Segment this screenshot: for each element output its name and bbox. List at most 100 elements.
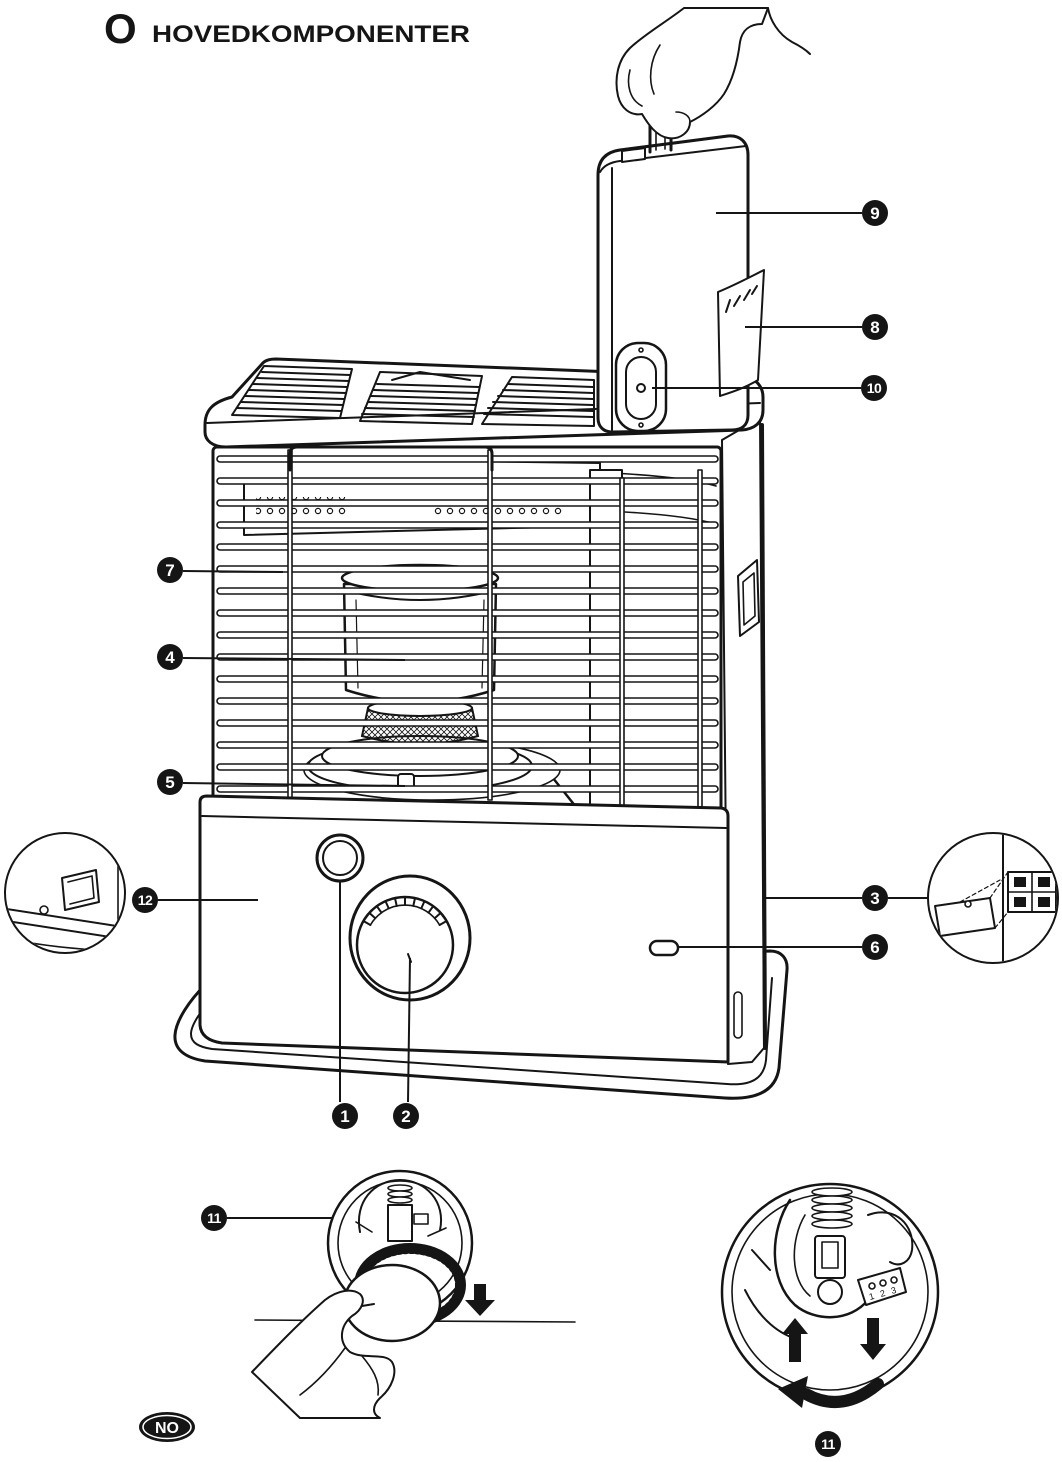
leader-lines [158, 212, 929, 1219]
callout-8-number: 8 [870, 318, 879, 337]
language-badge: NO [139, 1412, 195, 1442]
grille-upright [287, 449, 293, 801]
cover-guide [959, 871, 1009, 929]
mount-mechanism [355, 1179, 447, 1242]
vent-frame [231, 365, 353, 419]
battery-cell [1014, 877, 1026, 887]
warning-card [717, 269, 765, 397]
grille-upright [487, 449, 493, 801]
selector-mark-1: 1 [868, 1291, 875, 1302]
spring-coil [387, 1184, 413, 1192]
battery-holder-grid [1007, 871, 1057, 913]
grille-upright [619, 477, 625, 809]
spring-coil [811, 1211, 853, 1221]
spring-coil [811, 1187, 853, 1197]
fuel-gauge-glass [322, 840, 358, 876]
side-panel-edge [760, 423, 767, 1050]
cover-screw [964, 900, 972, 908]
callout-4-number: 4 [165, 648, 175, 667]
vent-slat [502, 389, 594, 394]
leader-7 [182, 570, 284, 573]
mechanism-slider [387, 1204, 413, 1242]
grille-rod [216, 477, 719, 485]
selector-hole [868, 1282, 876, 1290]
mechanism-housing [357, 1179, 443, 1233]
callout-1-number: 1 [340, 1107, 349, 1126]
badge-shape [139, 1412, 195, 1442]
vent-slat [248, 389, 347, 394]
callout-6: 6 [862, 934, 888, 960]
leader-5 [182, 782, 406, 787]
vent-slat [376, 383, 480, 388]
page-heading: O HOVEDKOMPONENTER [104, 5, 470, 52]
grille-rod [216, 675, 719, 683]
mechanism-catch [413, 1213, 429, 1225]
callout-3-number: 3 [870, 889, 879, 908]
fuel-gauge [315, 833, 365, 883]
callout-12: 12 [132, 887, 158, 913]
battery-cell [1014, 897, 1026, 907]
hand-back [615, 7, 769, 140]
grille-rod [216, 543, 719, 551]
grille-rod [216, 785, 719, 793]
vent-slat [361, 413, 475, 418]
mechanism-housing [773, 1198, 870, 1319]
vent-slat [507, 383, 594, 388]
tank-cap [621, 147, 646, 163]
hand-finger-crease [627, 69, 643, 107]
top-vent-middle [359, 371, 483, 425]
callout-11-number: 11 [207, 1210, 222, 1226]
heading-letter: O [104, 5, 137, 52]
callout-3: 3 [862, 885, 888, 911]
callout-11-detail-number: 11 [821, 1436, 836, 1452]
mechanism-housing-inner [793, 1214, 811, 1297]
callout-7: 7 [157, 557, 183, 583]
vent-slat [483, 413, 594, 418]
leader-4 [182, 657, 406, 661]
selector-hole [879, 1279, 887, 1287]
cylinder-body [342, 582, 498, 704]
inset-screw [39, 905, 49, 915]
vent-ridge [391, 371, 471, 381]
grille-rod [216, 741, 719, 749]
card-outline [717, 269, 765, 397]
rotate-arrow-head [778, 1376, 808, 1408]
side-lower-slot [733, 991, 743, 1039]
mechanism-pin [817, 1279, 843, 1305]
battery-cell [1038, 897, 1050, 907]
top-vent-left [231, 365, 353, 419]
callout-7-number: 7 [165, 561, 174, 580]
callout-8: 8 [862, 314, 888, 340]
hand-crease [361, 1355, 380, 1396]
base-tray-rim [190, 977, 773, 1086]
knob-dial [355, 895, 455, 995]
knob-removal-illustration [251, 1169, 576, 1419]
callout-9: 9 [862, 200, 888, 226]
callout-5: 5 [157, 769, 183, 795]
heater-illustration [173, 7, 811, 1100]
grille-rod [216, 587, 719, 595]
hand-finger-crease [649, 44, 661, 95]
badge-text: NO [155, 1420, 179, 1437]
callout-1: 1 [332, 1103, 358, 1129]
pull-down-arrow [465, 1284, 495, 1316]
detail-mechanism: 1 2 3 [744, 1187, 914, 1341]
inset-cover-detail [67, 875, 95, 905]
down-arrow [860, 1318, 886, 1360]
grille-upright [697, 469, 703, 809]
mechanism-lever [355, 1221, 447, 1237]
inset-ledge [6, 907, 124, 929]
inset-content [934, 834, 1057, 962]
callout-4: 4 [157, 644, 183, 670]
grille-rod [216, 763, 719, 771]
vent-slat [497, 395, 594, 400]
vent-slat [236, 407, 342, 412]
vent-slat [252, 383, 348, 388]
battery-cell [1038, 877, 1050, 887]
mechanism-slider-window [821, 1241, 839, 1269]
window-screw [638, 422, 644, 428]
hand-pulling-knob [251, 1289, 396, 1419]
knob-front-mark [361, 1303, 375, 1307]
knob-mechanism-detail: 1 2 3 [720, 1182, 940, 1408]
